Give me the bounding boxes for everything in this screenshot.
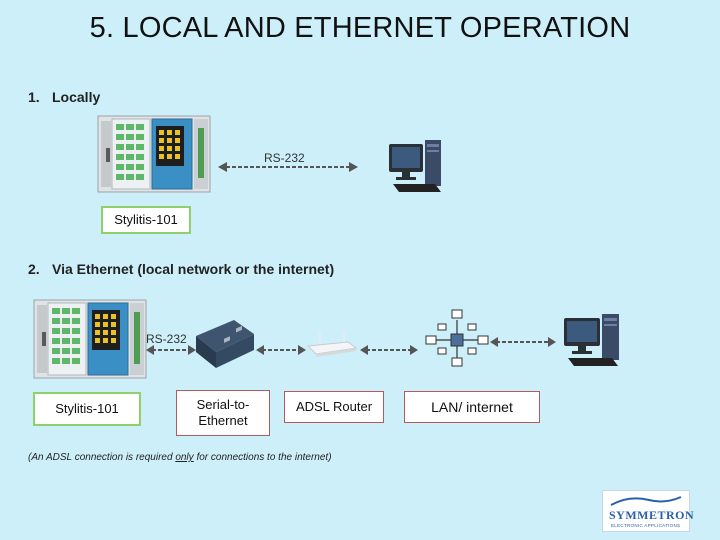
converter-label-line2: Ethernet bbox=[198, 413, 248, 428]
section-1-label: Locally bbox=[52, 89, 101, 105]
rs232-cable-local bbox=[218, 162, 358, 172]
logo-tagline: ELECTRONIC APPLICATIONS bbox=[611, 523, 681, 528]
router-label: ADSL Router bbox=[284, 391, 384, 423]
computer-icon-local bbox=[389, 140, 441, 192]
section-2-number: 2. bbox=[28, 261, 40, 277]
network-label: LAN/ internet bbox=[404, 391, 540, 423]
stylitis-label-local: Stylitis-101 bbox=[101, 206, 191, 234]
logo-name: SYMMETRON bbox=[609, 508, 695, 522]
stylitis-cabinet-image-ethernet bbox=[33, 299, 147, 379]
section-1-heading: 1. Locally bbox=[28, 89, 100, 105]
adsl-router-icon bbox=[306, 332, 358, 357]
stylitis-label-ethernet: Stylitis-101 bbox=[33, 392, 141, 426]
section-1-number: 1. bbox=[28, 89, 40, 105]
rs232-label-ethernet: RS-232 bbox=[146, 332, 187, 346]
adsl-note-before: (An ADSL connection is required bbox=[28, 452, 176, 463]
ethernet-cable-network-computer bbox=[490, 337, 556, 347]
computer-icon-ethernet bbox=[564, 314, 619, 366]
adsl-note: (An ADSL connection is required only for… bbox=[28, 452, 332, 463]
symmetron-logo: SYMMETRON ELECTRONIC APPLICATIONS bbox=[602, 490, 694, 532]
network-icon bbox=[425, 309, 489, 367]
ethernet-cable-converter-router bbox=[256, 345, 306, 355]
rs232-label-local: RS-232 bbox=[264, 151, 305, 165]
adsl-note-after: for connections to the internet) bbox=[193, 452, 332, 463]
logo-swoosh-icon bbox=[610, 496, 682, 506]
section-2-heading: 2. Via Ethernet (local network or the int… bbox=[28, 261, 334, 277]
section-2-label: Via Ethernet (local network or the inter… bbox=[52, 261, 335, 277]
converter-label-line1: Serial-to- bbox=[196, 397, 250, 412]
serial-to-ethernet-converter-icon bbox=[196, 320, 254, 368]
ethernet-cable-router-network bbox=[360, 345, 418, 355]
rs232-cable-ethernet bbox=[146, 345, 196, 355]
adsl-note-emphasis: only bbox=[175, 452, 194, 463]
page-title: 5. LOCAL AND ETHERNET OPERATION bbox=[89, 12, 631, 44]
converter-label: Serial-to- Ethernet bbox=[176, 390, 270, 436]
stylitis-cabinet-image-local bbox=[97, 115, 211, 193]
